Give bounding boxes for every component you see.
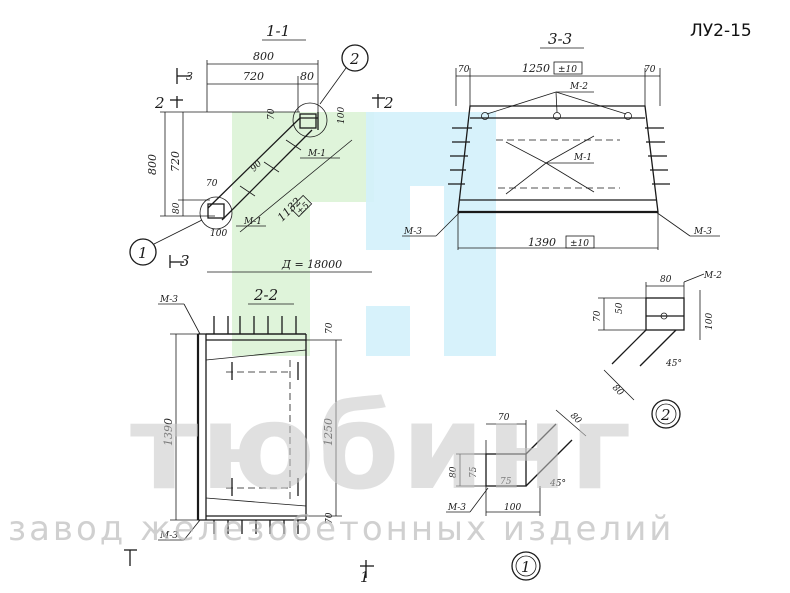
diameter-label: Д = 18000 — [281, 258, 342, 271]
mark-3-top: 3 — [186, 70, 193, 83]
sheet-code: ЛУ2-15 — [690, 21, 752, 41]
callout-1: 1 — [138, 244, 148, 262]
dim-1390: 1390 — [528, 236, 556, 249]
dim-100-lower: 100 — [210, 229, 227, 239]
label-m3-22-top: М-3 — [159, 295, 178, 305]
dim-70-top-22: 70 — [325, 322, 335, 334]
section-title-2-2: 2-2 — [253, 286, 278, 304]
dim-70-bottom-22: 70 — [325, 512, 335, 524]
watermark-subtitle: завод железобетонных изделий — [8, 509, 674, 549]
view-section-2-2: 2-2 — [124, 286, 374, 586]
dim-1250: 1250 — [522, 62, 550, 75]
detail-2: 80 70 50 100 80 45° М-2 2 — [593, 271, 722, 429]
label-m1-lower: М-1 — [243, 217, 262, 227]
tol-10-bottom: ±10 — [570, 239, 589, 249]
detail1-label-m3: М-3 — [447, 503, 466, 513]
detail1-callout: 1 — [521, 558, 531, 576]
detail2-label-m2: М-2 — [703, 271, 722, 281]
callout-2: 2 — [349, 50, 360, 68]
detail-1: 70 80 80 75 75 100 45° М-3 1 — [446, 409, 587, 581]
label-m3-left: М-3 — [403, 227, 422, 237]
detail2-callout: 2 — [660, 406, 671, 424]
label-m1-33: М-1 — [573, 153, 592, 163]
logo-watermark — [232, 112, 496, 356]
view-section-1-1: 1-1 800 720 80 800 720 80 3 2 2 3 — [129, 22, 394, 273]
dim-720-vertical: 720 — [169, 151, 182, 172]
section-title-3-3: 3-3 — [548, 30, 572, 48]
dim-70-right: 70 — [644, 65, 656, 75]
tol-10-top: ±10 — [558, 65, 577, 75]
label-m1-upper: М-1 — [307, 149, 326, 159]
mark-2-left: 2 — [154, 94, 165, 112]
detail1-dim-80: 80 — [449, 466, 459, 478]
detail2-dim-100: 100 — [705, 313, 715, 330]
detail1-dim-75-v: 75 — [469, 466, 479, 478]
label-m3-right: М-3 — [693, 227, 712, 237]
dim-70-upper: 70 — [267, 108, 277, 120]
detail1-dim-100: 100 — [504, 503, 521, 513]
section-title-1-1: 1-1 — [266, 22, 290, 40]
detail2-dim-70: 70 — [593, 310, 603, 322]
detail2-dim-80: 80 — [660, 275, 672, 285]
dim-80-vertical: 80 — [172, 202, 182, 214]
dim-80-top: 80 — [300, 70, 314, 83]
label-m2-top: М-2 — [569, 82, 588, 92]
mark-2-right: 2 — [383, 94, 394, 112]
dim-70-left: 70 — [458, 65, 470, 75]
detail1-angle: 45° — [549, 479, 566, 489]
dim-800-vertical: 800 — [146, 154, 159, 175]
mark-3-bottom: 3 — [180, 252, 190, 270]
dim-100-upper: 100 — [337, 107, 347, 124]
detail1-dim-70: 70 — [498, 413, 510, 423]
dim-1390-22: 1390 — [162, 418, 175, 446]
detail2-dim-50: 50 — [615, 302, 625, 314]
dim-800: 800 — [253, 50, 274, 63]
mark-1-bottom: 1 — [360, 568, 370, 586]
detail1-dim-75-h: 75 — [500, 477, 512, 487]
dim-1250-22: 1250 — [322, 418, 335, 446]
view-section-3-3: 3-3 70 70 1250 ±10 — [402, 30, 720, 250]
dim-720: 720 — [243, 70, 264, 83]
watermark-brand: тюбинг — [130, 378, 633, 516]
dim-70-lower: 70 — [206, 179, 218, 189]
detail2-angle: 45° — [665, 359, 682, 369]
label-m3-22-bottom: М-3 — [159, 531, 178, 541]
